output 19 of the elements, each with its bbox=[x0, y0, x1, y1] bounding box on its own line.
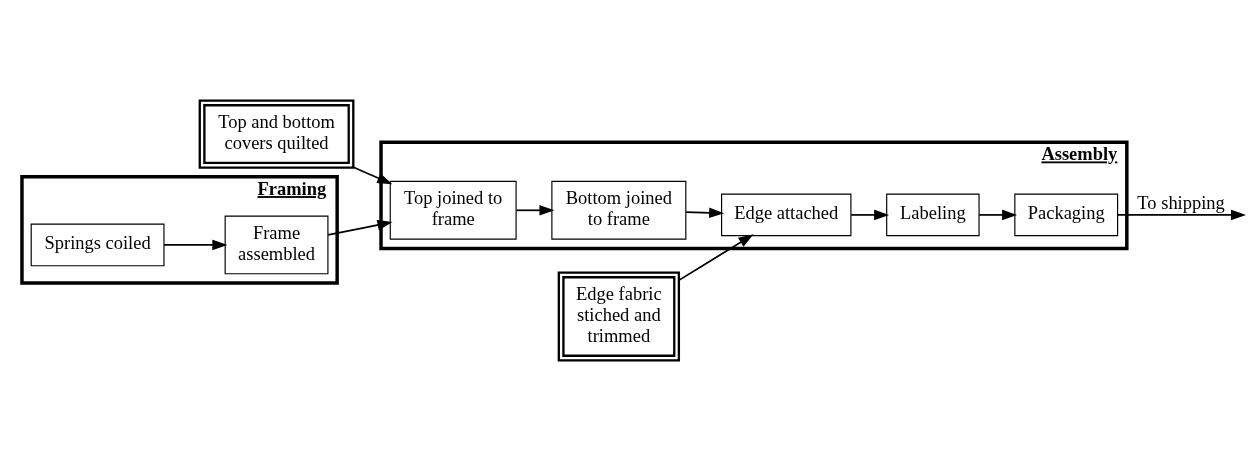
arrow bbox=[850, 209, 890, 221]
arrow bbox=[1116, 209, 1246, 221]
node-box: Edge fabric stiched and trimmed bbox=[557, 271, 681, 362]
arrow bbox=[515, 205, 555, 216]
arrow bbox=[163, 239, 228, 251]
node-box: Frame assembled bbox=[224, 215, 329, 275]
arrow bbox=[327, 219, 393, 236]
node-box: Packaging bbox=[1014, 193, 1119, 237]
node-box: Bottom joined to frame bbox=[551, 180, 687, 240]
edge-label: To shipping bbox=[1137, 192, 1225, 213]
node-box: Springs coiled bbox=[30, 223, 165, 267]
node-box: Edge attached bbox=[721, 193, 852, 237]
arrow bbox=[978, 209, 1018, 221]
arrow bbox=[685, 207, 725, 219]
node-box: Top joined to frame bbox=[389, 180, 517, 240]
node-box: Labeling bbox=[886, 193, 980, 237]
node-box: Top and bottom covers quilted bbox=[198, 99, 355, 169]
arrow bbox=[678, 234, 754, 281]
arrow bbox=[352, 166, 393, 185]
